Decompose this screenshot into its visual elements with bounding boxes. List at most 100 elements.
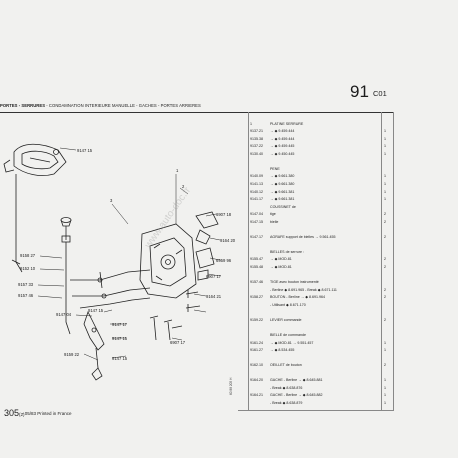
part-reference: 9147.15 [250, 219, 263, 224]
part-reference: 9158.27 [250, 295, 263, 300]
column-rule [381, 112, 382, 410]
callout-9164-20: 9164 20 [220, 238, 236, 243]
screw-icon [185, 290, 199, 298]
lock-knob-body [60, 219, 72, 227]
part-description: LEVIER commande [270, 317, 302, 322]
table-row: 9147.17 AGRAFE support de bielles → 9.561… [238, 235, 394, 239]
part-quantity: 1 [384, 378, 386, 383]
part-reference: 9157.46 [250, 280, 263, 285]
callout-1: 1 [176, 168, 179, 173]
table-row [238, 310, 394, 314]
side-code: 60 88 205 H [229, 377, 233, 395]
part-description: → ◆ 9.661.380 [270, 174, 295, 179]
part-description: GACHE - Berline → ◆ 8.645.881 [270, 378, 323, 383]
column-rule [248, 112, 249, 410]
part-description: → ◆ MOD.81 [270, 265, 292, 269]
linkage-rod-upper [70, 269, 151, 281]
part-quantity: 2 [384, 317, 386, 322]
table-row: 9157.46 TIGE avec bouton instrumenté [238, 280, 394, 284]
part-description: AGRAFE support de bielles → 9.561.455 [270, 234, 336, 239]
part-description: → ◆ 9.459.444 [270, 136, 295, 141]
part-quantity: 2 [384, 363, 386, 368]
part-reference: 9140.12 [250, 189, 263, 194]
lock-plate [149, 237, 187, 287]
table-row: - Utilisant ◆ 8.671.170 [238, 303, 394, 307]
handle-housing [13, 143, 67, 176]
part-quantity: 1 [384, 136, 386, 141]
leader-line [205, 213, 217, 217]
housing-edge [3, 159, 15, 173]
part-reference: 9137.21 [250, 129, 263, 134]
part-reference: 9155.47 [250, 257, 263, 262]
table-row: BIELLE de commande [238, 333, 394, 337]
table-row [238, 159, 394, 163]
part-description: → ◆ MOD.81 → 9.551.457 [270, 340, 314, 345]
handle-lever [29, 157, 51, 163]
table-row: COUSSINET de [238, 205, 394, 209]
table-bottom-rule [238, 410, 394, 411]
latch-rotor [160, 254, 176, 270]
part-description: TIGE avec bouton instrumenté [270, 280, 319, 285]
part-quantity: 1 [384, 151, 386, 156]
lever-arm [95, 347, 99, 369]
part-reference: 9161.24 [250, 340, 263, 345]
leader-line [111, 203, 129, 225]
part-reference: 9140.09 [250, 174, 263, 179]
handle-recess [21, 150, 59, 170]
callout-6959-96: 6959 96 [216, 258, 232, 263]
part-quantity: 1 [384, 348, 386, 353]
table-row: BIELLES de serrure : [238, 250, 394, 254]
striker-shim [195, 229, 211, 245]
part-description: → ◆ 9.459.445 [270, 144, 295, 149]
callout-6907-17-bottom: 6907 17 [170, 340, 186, 345]
leader-line [59, 147, 77, 151]
part-reference: 9147.17 [250, 234, 263, 239]
leader-line [193, 309, 207, 313]
screw-icon [185, 304, 201, 312]
part-quantity: 2 [384, 234, 386, 239]
part-description: → ◆ 8.534.455 [270, 348, 295, 353]
part-reference: 9164.21 [250, 393, 263, 398]
part-description: → ◆ 9.450.445 [270, 151, 295, 156]
table-row [238, 273, 394, 277]
part-description: tige [270, 212, 276, 217]
part-description: → ◆ 9.459.444 [270, 129, 295, 134]
page-number-value: 305 [4, 408, 20, 418]
part-description: → ◆ MOD.81 [270, 257, 292, 262]
part-quantity: 1 [384, 174, 386, 179]
part-description: → ◆ 9.661.381 [270, 197, 295, 202]
table-row [238, 242, 394, 246]
part-description: - Break ◆ 8.638.876 [270, 385, 303, 390]
callout-9147-15-low: 9147 15 [112, 336, 128, 341]
callout-9147-15: 9147 15 [77, 148, 93, 153]
lever-pivot [91, 327, 97, 333]
leader-line [179, 187, 189, 195]
page-code: C01 [373, 89, 387, 98]
callout-3: 3 [110, 198, 113, 203]
leader-line [75, 314, 93, 317]
leader-line [111, 355, 127, 359]
leader-line [39, 268, 65, 271]
part-description: BIELLE de commande [270, 332, 306, 337]
part-quantity: 2 [384, 295, 386, 300]
lock-detail [153, 243, 183, 281]
exploded-view-illustration: 1 2 3 9147 15 9158 27 9152 10 9157 33 91… [3, 143, 236, 381]
lever-foot [91, 367, 103, 381]
part-description: → ◆ 9.661.381 [270, 189, 295, 194]
callout-9147-15-mid: 9147 15 [88, 308, 104, 313]
header-rule [0, 112, 393, 113]
leader-line [39, 255, 63, 259]
